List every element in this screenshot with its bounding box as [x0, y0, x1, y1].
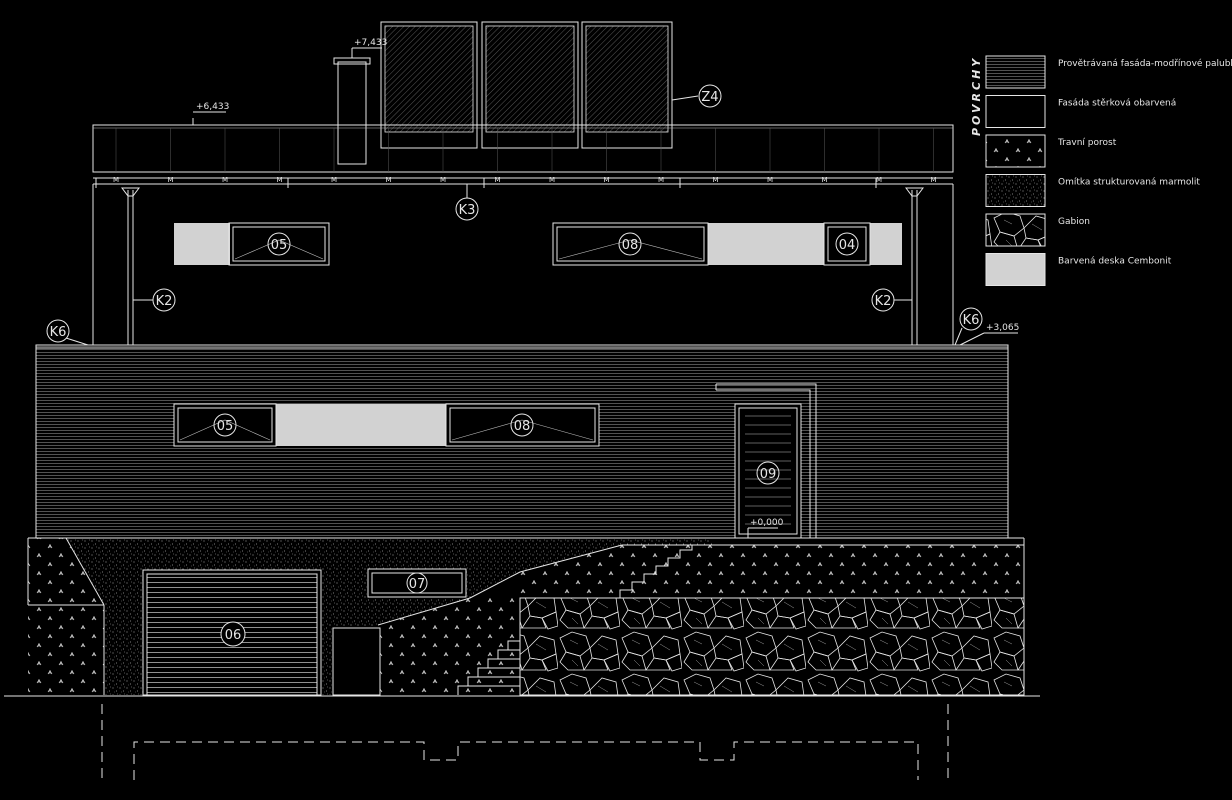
svg-text:M: M	[113, 176, 119, 184]
legend-item: Omítka strukturovaná marmolit	[985, 174, 1200, 207]
svg-text:M: M	[385, 176, 391, 184]
legend-label: Travní porost	[1057, 138, 1117, 148]
label-k6-right: K6 +3,065	[954, 307, 1019, 346]
svg-text:M: M	[658, 176, 664, 184]
svg-text:08: 08	[622, 238, 639, 253]
level-roof: +6,433	[196, 102, 229, 112]
legend-item: Fasáda stěrková obarvená	[985, 95, 1176, 128]
legend: POVRCHY Provětrávaná fasáda-modřínové pa…	[970, 55, 1232, 286]
ground-floor: 05 08 09 +0,000	[35, 344, 1009, 539]
k3-text: K3	[459, 203, 476, 218]
legend-swatch	[985, 253, 1046, 286]
side-door	[332, 627, 381, 696]
svg-text:05: 05	[271, 238, 288, 253]
garage-door-06: 06	[142, 569, 322, 696]
svg-text:M: M	[603, 176, 609, 184]
svg-text:M: M	[222, 176, 228, 184]
svg-text:K6: K6	[963, 313, 980, 328]
window-08-lower: 08	[445, 403, 600, 447]
upper-floor: 05 08 04 K2 K2	[46, 184, 1019, 346]
svg-text:09: 09	[760, 467, 777, 482]
legend-label: Fasáda stěrková obarvená	[1058, 99, 1176, 109]
legend-swatch	[985, 55, 1046, 89]
svg-text:M: M	[767, 176, 773, 184]
svg-text:04: 04	[839, 238, 856, 253]
entrance-door-09: 09 +0,000	[715, 383, 817, 539]
label-z4: Z4	[671, 84, 722, 108]
label-k2-right: K2	[871, 288, 912, 312]
chimney: +7,433	[333, 38, 387, 165]
svg-text:M: M	[930, 176, 936, 184]
foundation-dashed	[101, 704, 949, 780]
window-05-upper: 05	[228, 222, 330, 266]
svg-text:M: M	[712, 176, 718, 184]
label-k3: K3	[455, 184, 479, 221]
solar-panels	[380, 21, 673, 149]
svg-text:M: M	[821, 176, 827, 184]
legend-label: Gabion	[1058, 217, 1090, 227]
svg-text:M: M	[494, 176, 500, 184]
legend-label: Omítka strukturovaná marmolit	[1058, 178, 1200, 188]
svg-text:K2: K2	[875, 294, 892, 309]
svg-text:K6: K6	[50, 325, 67, 340]
svg-text:M: M	[331, 176, 337, 184]
svg-text:M: M	[876, 176, 882, 184]
svg-text:05: 05	[217, 419, 234, 434]
basement-terrain: 06 07	[4, 537, 1040, 697]
legend-swatch	[985, 95, 1046, 128]
svg-text:07: 07	[409, 577, 426, 592]
legend-item: Barvená deska Cembonit	[985, 253, 1172, 286]
svg-text:08: 08	[514, 419, 531, 434]
svg-text:M: M	[549, 176, 555, 184]
svg-text:M: M	[276, 176, 282, 184]
window-05-lower: 05	[173, 403, 277, 447]
label-k2-left: K2	[133, 288, 176, 312]
label-k6-left: K6	[46, 319, 89, 346]
legend-label: Provětrávaná fasáda-modřínové palubky	[1058, 58, 1232, 69]
level-ground: +0,000	[750, 518, 784, 528]
svg-text:K2: K2	[156, 294, 173, 309]
legend-title: POVRCHY	[970, 56, 983, 136]
legend-swatch	[985, 213, 1046, 247]
legend-item: Travní porost	[985, 134, 1117, 168]
level-floor-upper: +3,065	[986, 323, 1019, 333]
legend-item: Provětrávaná fasáda-modřínové palubky	[985, 55, 1232, 89]
legend-swatch	[985, 174, 1046, 207]
svg-text:06: 06	[225, 628, 242, 643]
svg-text:M: M	[440, 176, 446, 184]
legend-swatch	[985, 134, 1046, 168]
roof-parapet: M M M M M M M M M M M M M M M M +6,433	[92, 102, 954, 188]
window-08-upper: 08	[552, 222, 709, 266]
window-07: 07	[367, 568, 467, 598]
window-04: 04	[823, 222, 871, 266]
z4-text: Z4	[701, 90, 718, 105]
level-chimney-top: +7,433	[354, 38, 387, 48]
legend-label: Barvená deska Cembonit	[1058, 257, 1172, 267]
legend-item: Gabion	[985, 213, 1090, 247]
svg-text:M: M	[167, 176, 173, 184]
